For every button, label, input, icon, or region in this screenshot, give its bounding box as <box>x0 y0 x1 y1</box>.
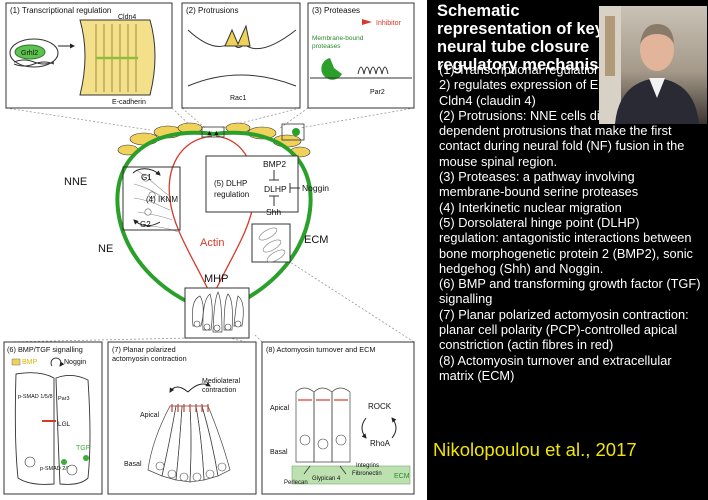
panel8-title: (8) Actomyosin turnover and ECM <box>266 345 376 354</box>
item-5: (5) Dorsolateral hinge point (DLHP) regu… <box>439 214 693 276</box>
ecm-main-label: ECM <box>304 234 328 246</box>
mediolateral-line2: contraction <box>202 387 236 394</box>
slide-title: Schematic representation of key neural t… <box>437 2 623 74</box>
g1-label: G1 <box>141 173 152 182</box>
presenter-silhouette <box>599 6 699 124</box>
mediolateral-line1: Mediolateral <box>202 378 241 385</box>
membrane-proteases-line1: Membrane-bound <box>312 35 364 42</box>
integrins-label: Integrins <box>356 463 379 469</box>
basal-p8-label: Basal <box>270 449 288 456</box>
figure-svg: (1) Transcriptional regulation Grhl2 Cld… <box>3 2 415 495</box>
item-8: (8) Actomyosin turnover and extracellula… <box>439 352 672 383</box>
panel-proteases: (3) Proteases Inhibitor Membrane-bound p… <box>307 2 415 109</box>
par3-label: Par3 <box>58 396 70 402</box>
basal-p7-label: Basal <box>124 461 142 468</box>
shh-label: Shh <box>266 207 281 217</box>
mhp-label: MHP <box>204 273 228 285</box>
membrane-proteases-line2: proteases <box>312 43 341 50</box>
ecadherin-label: E-cadherin <box>112 99 146 106</box>
rac1-label: Rac1 <box>230 95 246 102</box>
panel6-title: (6) BMP/TGF signalling <box>7 345 83 354</box>
panel7-title-line1: (7) Planar polarized <box>112 345 176 354</box>
dlhp-label: DLHP <box>264 184 287 194</box>
inhibitor-label: Inhibitor <box>376 20 402 27</box>
item-4: (4) Interkinetic nuclear migration <box>439 199 622 215</box>
ne-label: NE <box>98 243 113 255</box>
inhibitor-icon <box>362 19 372 25</box>
psmad23-label: p-SMAD 2/3 <box>40 466 70 472</box>
noggin-p6-label: Noggin <box>64 359 86 366</box>
svg-text:▲▲: ▲▲ <box>206 130 220 137</box>
bmp2-label: BMP2 <box>263 159 286 169</box>
ecm-p8-label: ECM <box>394 473 410 480</box>
cldn4-label: Cldn4 <box>118 14 136 21</box>
rock-label: ROCK <box>368 402 392 411</box>
panel-transcriptional-regulation: (1) Transcriptional regulation Grhl2 Cld… <box>5 2 173 109</box>
webcam-video <box>599 6 707 124</box>
neural-tube-main: ▲▲ G1 (4) IKNM G2 (5) DLHP regulation BM… <box>64 122 329 339</box>
bmp-label: BMP <box>22 359 38 366</box>
psmad158-label: p-SMAD 1/5/8 <box>18 394 53 400</box>
panel7-title-line2: actomyosin contraction <box>112 354 187 363</box>
tgf-label: TGF <box>76 445 90 452</box>
apical-p7-label: Apical <box>140 412 160 419</box>
citation: Nikolopoulou et al., 2017 <box>433 439 637 460</box>
panel3-title: (3) Proteases <box>312 6 360 15</box>
item-7: (7) Planar polarized actomyosin contract… <box>439 306 689 353</box>
slide-text-panel: Schematic representation of key neural t… <box>427 0 708 500</box>
dlhp-title-line1: (5) DLHP <box>214 179 247 188</box>
neural-tube-figure: (1) Transcriptional regulation Grhl2 Cld… <box>0 0 427 500</box>
g2-label: G2 <box>140 220 151 229</box>
panel2-title: (2) Protrusions <box>186 6 238 15</box>
par2-label: Par2 <box>370 89 385 96</box>
panel-actomyosin-turnover-ecm: (8) Actomyosin turnover and ECM Apical B… <box>261 341 415 495</box>
item-3: (3) Proteases: a pathway involving membr… <box>439 169 639 200</box>
panel-protrusions: (2) Protrusions Rac1 <box>181 2 301 109</box>
dlhp-title-line2: regulation <box>214 190 249 199</box>
lgl-label: LGL <box>58 421 71 428</box>
panel-planar-polarized-contraction: (7) Planar polarized actomyosin contract… <box>107 341 257 495</box>
nne-label: NNE <box>64 176 87 188</box>
slide-body: (1) Transcriptional regulation (grainyhe… <box>439 62 701 383</box>
grhl2-label: Grhl2 <box>21 50 38 57</box>
iknm-label: (4) IKNM <box>146 195 178 204</box>
glypican-label: Glypican 4 <box>312 476 341 482</box>
panel1-title: (1) Transcriptional regulation <box>10 6 111 15</box>
panel-bmp-tgf-signalling: (6) BMP/TGF signalling BMP Noggin p-SMAD… <box>3 341 103 495</box>
rhoa-label: RhoA <box>370 439 391 448</box>
fibronectin-label: Fibronectin <box>352 471 382 477</box>
noggin-label: Noggin <box>302 183 329 193</box>
perlecan-label: Perlecan <box>284 480 308 486</box>
connector-lines <box>5 107 415 343</box>
apical-p8-label: Apical <box>270 405 290 412</box>
actin-label: Actin <box>200 237 224 249</box>
item-6: (6) BMP and transforming growth factor (… <box>439 276 701 307</box>
